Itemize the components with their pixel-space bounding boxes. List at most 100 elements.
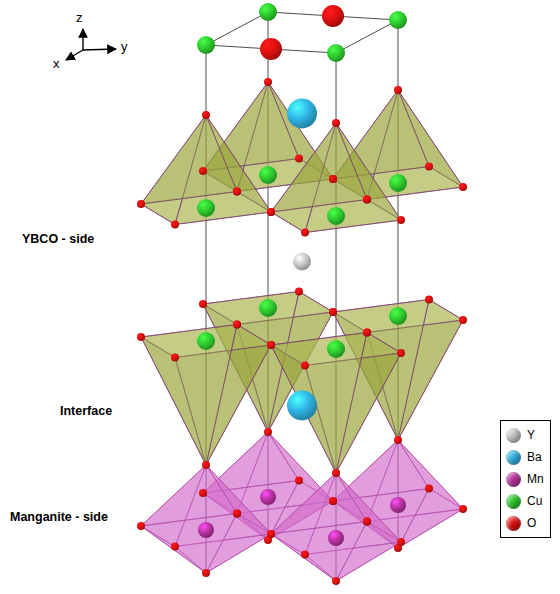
atom-sphere: [397, 538, 405, 546]
legend-row: Cu: [506, 490, 544, 512]
axis-label: x: [53, 57, 60, 71]
atom-sphere: [328, 530, 344, 546]
octahedron-face: [141, 514, 237, 574]
octahedron-face: [271, 522, 367, 582]
axis-label: y: [121, 40, 128, 54]
atom-sphere: [363, 196, 371, 204]
atom-sphere: [425, 163, 433, 171]
pyramid-face: [141, 325, 237, 466]
atom-sphere: [397, 349, 405, 357]
atom-sphere: [389, 11, 407, 29]
atom-sphere: [363, 518, 371, 526]
atom-sphere: [390, 497, 406, 513]
atom-sphere: [459, 505, 467, 513]
atom-sphere: [259, 299, 277, 317]
atom-sphere: [363, 329, 371, 337]
atom-sphere: [295, 288, 303, 296]
atom-sphere: [459, 316, 467, 324]
atom-sphere: [363, 196, 371, 204]
atom-sphere: [301, 229, 309, 237]
atom-sphere: [264, 78, 272, 86]
legend-swatch: [506, 472, 521, 487]
atom-sphere: [233, 188, 241, 196]
atom-sphere: [301, 362, 309, 370]
atom-sphere: [260, 489, 276, 505]
atom-sphere: [363, 518, 371, 526]
atom-sphere: [322, 5, 344, 27]
axis-label: z: [76, 11, 83, 25]
atom-sphere: [332, 119, 340, 127]
legend-text: Cu: [527, 494, 542, 508]
atom-sphere: [425, 296, 433, 304]
legend-swatch: [506, 516, 521, 531]
atom-sphere: [295, 155, 303, 163]
cell-edge: [206, 12, 398, 53]
atom-sphere: [197, 332, 215, 350]
legend-swatch: [506, 428, 521, 443]
atom-sphere: [267, 530, 275, 538]
atom-sphere: [425, 485, 433, 493]
atom-sphere: [329, 497, 337, 505]
legend-swatch: [506, 494, 521, 509]
atom-sphere: [329, 497, 337, 505]
legend-text: O: [527, 516, 536, 530]
atom-sphere: [233, 510, 241, 518]
region-label: YBCO - side: [22, 233, 94, 247]
atom-sphere: [293, 253, 311, 271]
atom-sphere: [327, 44, 345, 62]
atom-sphere: [199, 300, 207, 308]
legend-row: Ba: [506, 446, 544, 468]
region-label: Manganite - side: [10, 511, 108, 525]
atom-sphere: [197, 36, 215, 54]
legend-row: O: [506, 512, 544, 534]
legend-text: Mn: [527, 472, 544, 486]
y-axis-arrow: [83, 49, 116, 50]
atom-sphere: [199, 489, 207, 497]
atom-sphere: [329, 308, 337, 316]
atom-sphere: [329, 175, 337, 183]
pyramid-face: [271, 123, 367, 212]
atom-sphere: [267, 341, 275, 349]
atom-sphere: [287, 99, 317, 129]
atom-sphere: [295, 477, 303, 485]
atom-sphere: [332, 469, 340, 477]
atom-sphere: [171, 543, 179, 551]
legend-text: Y: [527, 428, 535, 442]
atom-sphere: [202, 461, 210, 469]
atom-sphere: [233, 321, 241, 329]
legend-row: Mn: [506, 468, 544, 490]
legend-box: Y BaMnCuO: [500, 420, 551, 538]
atom-sphere: [197, 199, 215, 217]
atom-sphere: [301, 551, 309, 559]
atom-sphere: [329, 308, 337, 316]
legend-swatch: [506, 450, 521, 465]
x-axis-arrow: [66, 50, 83, 60]
atom-sphere: [327, 207, 345, 225]
atom-sphere: [394, 436, 402, 444]
atom-sphere: [363, 329, 371, 337]
atom-sphere: [137, 200, 145, 208]
atom-sphere: [327, 340, 345, 358]
atom-sphere: [267, 208, 275, 216]
atom-sphere: [202, 569, 210, 577]
atom-sphere: [199, 167, 207, 175]
atom-sphere: [259, 166, 277, 184]
atom-sphere: [198, 522, 214, 538]
atom-sphere: [259, 3, 277, 21]
atom-sphere: [389, 307, 407, 325]
atom-sphere: [171, 221, 179, 229]
pyramid-face: [141, 115, 237, 204]
atom-sphere: [329, 175, 337, 183]
legend-text: Ba: [527, 450, 542, 464]
atom-sphere: [233, 321, 241, 329]
atom-sphere: [267, 341, 275, 349]
atom-sphere: [394, 86, 402, 94]
atom-sphere: [459, 183, 467, 191]
atom-sphere: [171, 354, 179, 362]
atom-sphere: [389, 174, 407, 192]
atom-sphere: [332, 577, 340, 585]
region-label: Interface: [60, 405, 112, 419]
atom-sphere: [264, 428, 272, 436]
atom-sphere: [202, 111, 210, 119]
